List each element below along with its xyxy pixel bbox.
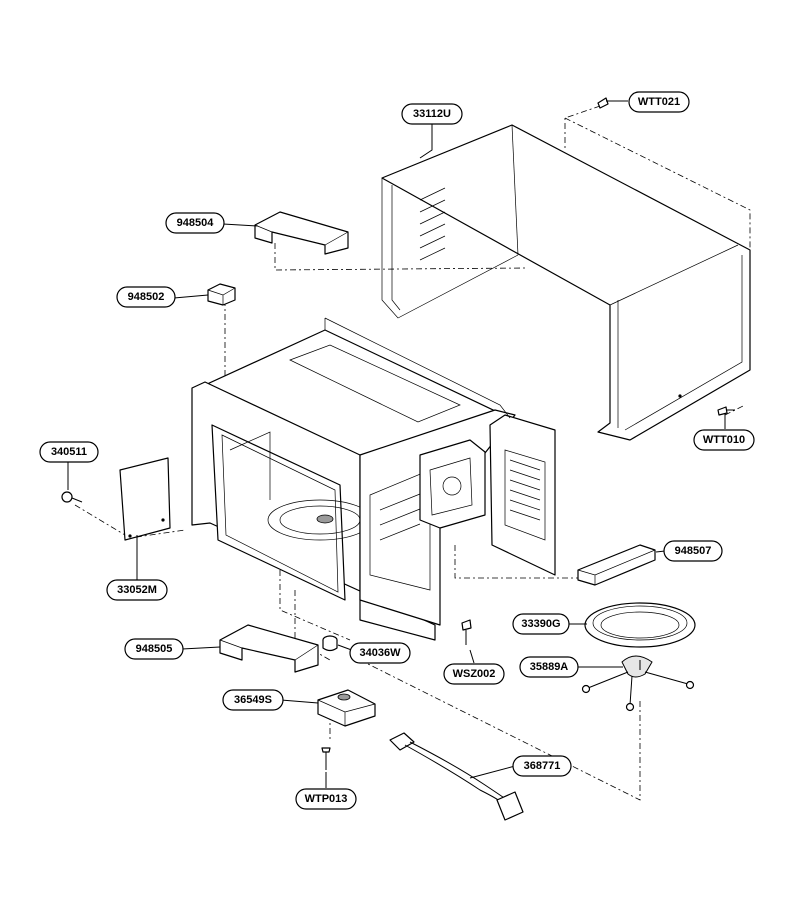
part-label-text: 948504: [177, 217, 215, 229]
part-label-text: 34036W: [360, 647, 402, 659]
part-label-33052M[interactable]: 33052M: [106, 579, 168, 601]
part-label-WSZ002[interactable]: WSZ002: [443, 663, 505, 685]
part-label-text: 368771: [524, 760, 561, 772]
part-label-text: 36549S: [234, 694, 272, 706]
foam-948507: [577, 544, 656, 586]
part-label-WTT021[interactable]: WTT021: [628, 91, 690, 113]
cabinet-vent-slots: [419, 187, 446, 261]
part-label-text: 35889A: [530, 661, 569, 673]
foam-948502: [207, 283, 236, 306]
part-label-34036W[interactable]: 34036W: [349, 642, 411, 664]
part-label-text: 33112U: [413, 108, 451, 120]
foam-948505: [219, 624, 319, 673]
part-label-text: 33390G: [521, 618, 560, 630]
part-label-WTP013[interactable]: WTP013: [295, 788, 357, 810]
part-label-text: WTT010: [703, 434, 745, 446]
part-label-35889A[interactable]: 35889A: [519, 656, 579, 678]
part-label-text: 948507: [675, 545, 712, 557]
outer-cabinet: [381, 124, 751, 441]
part-label-340511[interactable]: 340511: [39, 441, 99, 463]
part-label-text: 948502: [128, 291, 165, 303]
part-label-WTT010[interactable]: WTT010: [693, 429, 755, 451]
foam-948504: [254, 211, 349, 255]
part-label-text: 948505: [136, 643, 173, 655]
part-label-33390G[interactable]: 33390G: [512, 613, 570, 635]
part-label-text: 33052M: [117, 584, 157, 596]
part-label-text: WTP013: [305, 793, 348, 805]
screw-wsz002: [461, 619, 472, 645]
part-label-text: WSZ002: [453, 668, 496, 680]
part-label-948507[interactable]: 948507: [663, 540, 723, 562]
part-label-948504[interactable]: 948504: [165, 212, 225, 234]
leader-lines: [67, 123, 726, 788]
part-label-368771[interactable]: 368771: [512, 755, 572, 777]
assembly-guide-lines: [74, 105, 751, 801]
cover-plate: [119, 457, 171, 541]
part-label-948502[interactable]: 948502: [116, 286, 176, 308]
part-label-text: 340511: [51, 446, 87, 458]
turntable-motor: [317, 689, 376, 727]
part-label-36549S[interactable]: 36549S: [222, 689, 284, 711]
screw-wtt010: [717, 406, 735, 416]
oven-chassis: [191, 317, 556, 641]
part-label-text: WTT021: [638, 96, 680, 108]
roller-ring: [581, 655, 695, 712]
glass-tray: [584, 602, 696, 648]
coupler: [322, 635, 338, 652]
screw-wtp013: [321, 747, 331, 770]
screw-340511: [61, 491, 83, 503]
part-label-948505[interactable]: 948505: [124, 638, 184, 660]
wire-harness: [389, 732, 524, 821]
screw-wtt021: [597, 97, 628, 109]
part-label-33112U[interactable]: 33112U: [401, 103, 463, 125]
